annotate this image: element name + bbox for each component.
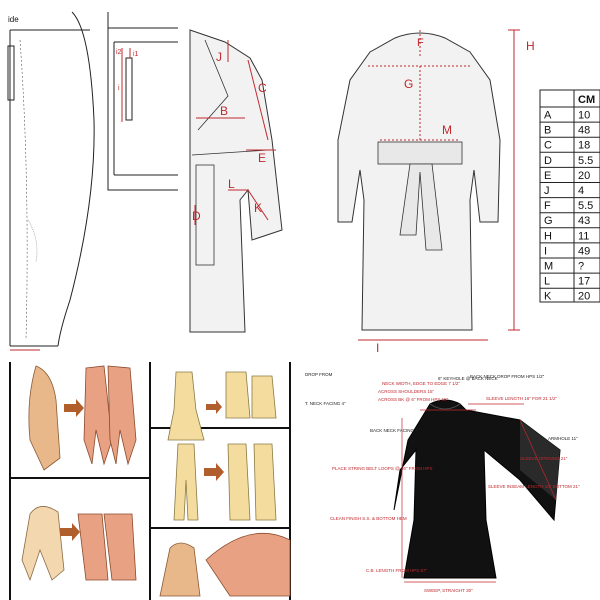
table-row-value: 48 [578,125,590,137]
label-J: J [216,50,222,64]
skirt-illustration [159,542,201,597]
spec-drop-from: DROP FROM [305,372,333,377]
label-H: H [526,39,535,53]
arrow-icon [64,399,84,417]
table-row-value: 17 [578,276,590,288]
arrow-icon [204,463,224,481]
table-row-key: F [544,200,551,212]
label-i2: i2 [116,49,122,56]
table-row-key: K [544,291,552,303]
spec-sleeve-length: SLEEVE LENGTH 16" FOR 21 1/2" [486,396,557,401]
spec-sleeve-inseam: SLEEVE INSEAM LENGTH 16" BOTTOM 21" [488,484,580,489]
pocket-detail-panel: i2 i1 i [107,12,178,191]
spec-neck-width: NECK WIDTH, EDGE TO EDGE 7 1/2" [382,381,460,386]
table-row-value: 18 [578,140,590,152]
table-row-value: 43 [578,215,590,227]
table-row-value: 10 [578,110,590,122]
spec-keyhole: 6" KEYHOLE @ BACK NECK [438,376,498,381]
table-row-key: L [544,276,550,288]
label-B: B [220,104,228,118]
table-row-value: 5.5 [578,155,593,167]
table-row-key: B [544,125,551,137]
label-E: E [258,151,266,165]
draped-trouser-illustration [28,365,61,471]
table-row-value: 5.5 [578,200,593,212]
table-row-key: E [544,170,551,182]
spec-sweep: SWEEP, STRAIGHT 30" [424,588,473,593]
spec-sleeve-opening: SLEEVE OPENING 21" [520,456,568,461]
table-row-key: M [544,261,553,273]
table-row-value: 49 [578,245,590,257]
spec-back-neck-facing: BACK NECK FACING 7" [370,428,420,433]
table-row-key: D [544,155,552,167]
label-F: F [417,37,424,49]
table-row-key: A [544,110,552,122]
pocket-shape [7,45,15,101]
label-I: I [376,341,379,355]
spec-cb-length: C.B. LENGTH FROM HPS 57" [366,568,428,573]
label-L: L [228,177,235,191]
table-row-value: 20 [578,291,590,303]
table-row-value: ? [578,261,584,273]
arrow-icon [60,523,80,541]
spec-neck-facing: T. NECK FACING 4" [305,401,346,406]
panel-fragment-text: ide [8,15,19,24]
coat-belt [377,141,463,165]
table-row-key: G [544,215,553,227]
table-row-value: 11 [578,230,589,242]
trouser-flat-panel: ide [7,11,95,351]
table-row-value: 4 [578,185,584,197]
label-G: G [404,77,413,91]
label-M: M [442,123,452,137]
table-row-key: H [544,230,552,242]
spec-armhole: ARMHOLE 11" [548,436,578,441]
coat-back-panel: F H G M I [337,29,535,355]
arrow-icon [206,400,222,414]
label-i1: i1 [133,51,139,58]
coat-front-panel: J C B E L D K [189,29,283,333]
spec-across-shoulders: ACROSS SHOULDERS 15" [378,389,435,394]
label-D: D [192,209,201,223]
harem-trouser-illustration [21,506,65,582]
label-K: K [254,201,262,215]
label-C: C [258,81,267,95]
coat-front-body [189,29,283,333]
table-row-value: 20 [578,170,590,182]
jumpsuit-illustration [173,443,199,521]
spec-clean-finish: CLEAN FINISH S.S. & BOTTOM HEM [330,516,407,521]
pinafore-illustration [167,371,205,441]
label-i: i [118,85,120,92]
table-row-key: C [544,140,552,152]
spec-across-bk: ACROSS BK @ 6" FROM HPS 15" [378,397,449,402]
spec-belt-loops: PLACE STRING BELT LOOPS @ 16" FROM HPS [332,466,433,471]
table-row-key: J [544,185,550,197]
table-header-cm: CM [578,94,595,106]
gown-spec-panel: DROP FROM T. NECK FACING 4" NECK WIDTH, … [302,362,600,600]
table-row-key: I [544,245,547,257]
pattern-grid-panel [0,362,300,600]
spec-back-neck-drop: BACK NECK DROP FROM HPS 1/2" [470,374,545,379]
